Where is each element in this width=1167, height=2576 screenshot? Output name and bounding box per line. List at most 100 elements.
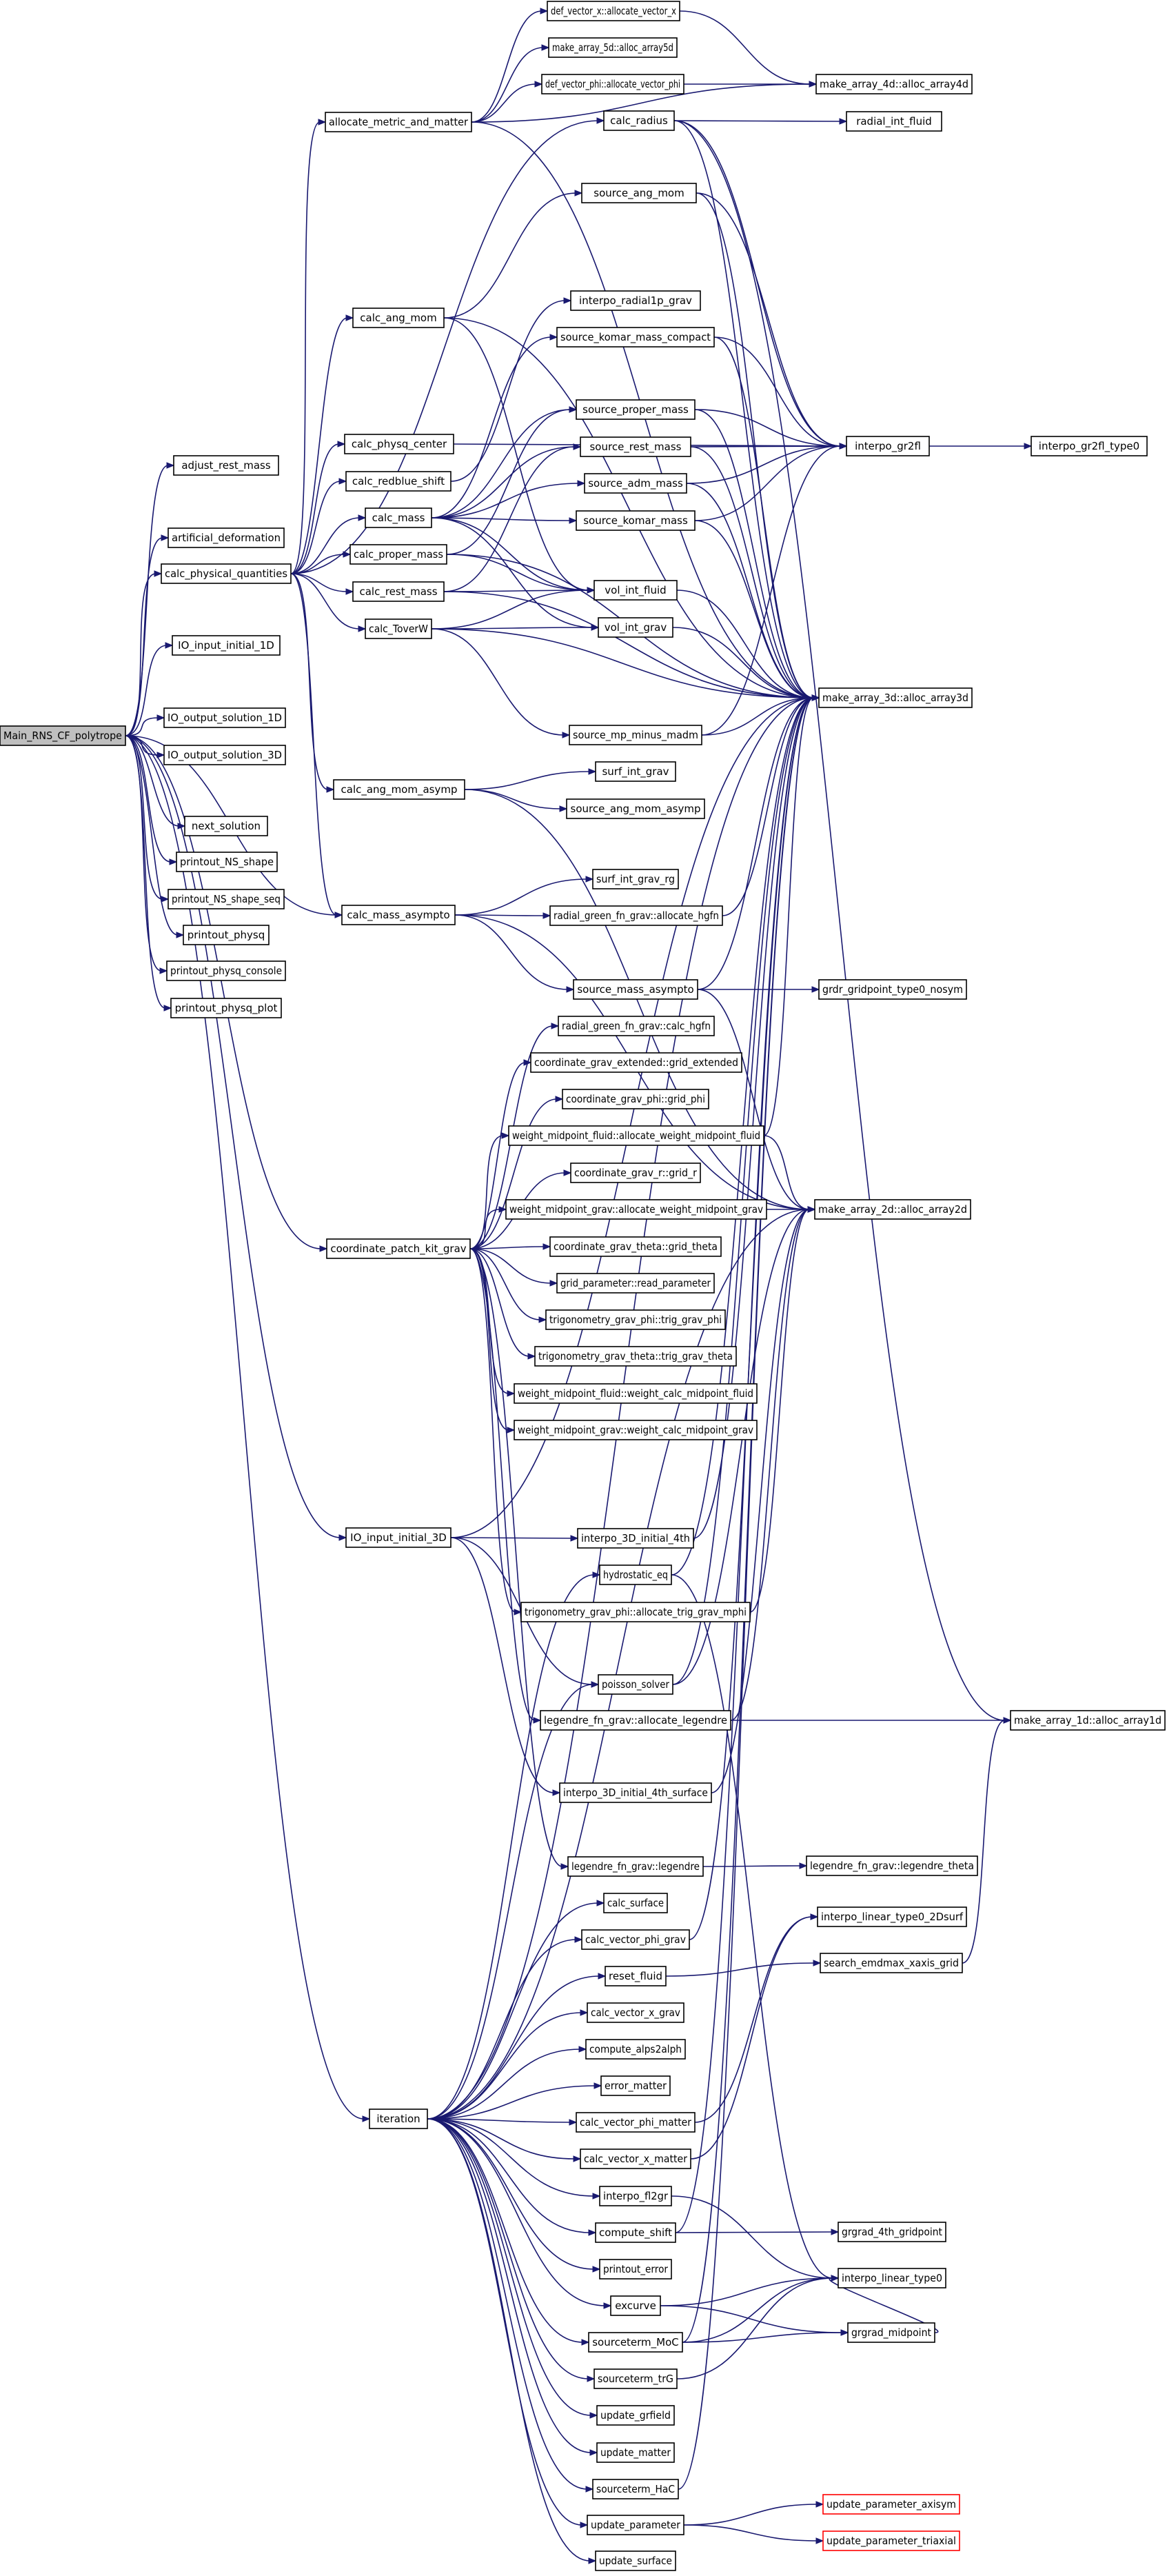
node-error-matter[interactable]: error_matter [600, 2075, 671, 2096]
node-source-mass-asympto[interactable]: source_mass_asympto [573, 979, 698, 1000]
node-printout-ns-shape[interactable]: printout_NS_shape [176, 852, 278, 872]
node-surf-int-grav-rg[interactable]: surf_int_grav_rg [592, 869, 679, 889]
node-calc-proper-mass[interactable]: calc_proper_mass [349, 544, 447, 565]
node-calc-vector-phi-matter[interactable]: calc_vector_phi_matter [576, 2112, 696, 2133]
node-printout-error[interactable]: printout_error [599, 2259, 672, 2280]
node-update-surface[interactable]: update_surface [595, 2550, 676, 2571]
node-coordinate-patch-kit-grav[interactable]: coordinate_patch_kit_grav [326, 1238, 471, 1259]
node-calc-radius[interactable]: calc_radius [603, 110, 675, 131]
arrowhead [345, 314, 354, 321]
node-make-array-5d-alloc-array5d[interactable]: make_array_5d::alloc_array5d [548, 37, 678, 58]
node-update-matter[interactable]: update_matter [596, 2442, 675, 2463]
node-interpo-3d-initial-4th-surface[interactable]: interpo_3D_initial_4th_surface [559, 1782, 712, 1803]
node-trigonometry-grav-phi-allocate-trig-grav-mphi[interactable]: trigonometry_grav_phi::allocate_trig_gra… [520, 1602, 751, 1622]
node-vol-int-fluid[interactable]: vol_int_fluid [593, 580, 678, 601]
node-weight-midpoint-grav-weight-calc-midpoint-grav[interactable]: weight_midpoint_grav::weight_calc_midpoi… [514, 1420, 758, 1440]
node-calc-surface[interactable]: calc_surface [603, 1893, 668, 1913]
node-interpo-linear-type0-2dsurf[interactable]: interpo_linear_type0_2Dsurf [817, 1906, 967, 1927]
node-io-input-initial-3d[interactable]: IO_input_initial_3D [345, 1527, 451, 1548]
node-weight-midpoint-grav-allocate-weight-midpoint-grav[interactable]: weight_midpoint_grav::allocate_weight_mi… [505, 1199, 767, 1220]
node-radial-int-fluid[interactable]: radial_int_fluid [846, 111, 942, 132]
node-vol-int-grav[interactable]: vol_int_grav [598, 617, 673, 638]
node-printout-physq[interactable]: printout_physq [183, 925, 270, 945]
node-interpo-radial1p-grav[interactable]: interpo_radial1p_grav [570, 290, 701, 311]
node-radial-green-fn-grav-calc-hgfn[interactable]: radial_green_fn_grav::calc_hgfn [558, 1016, 715, 1036]
node-calc-toverw[interactable]: calc_ToverW [365, 618, 432, 639]
node-io-input-initial-1d[interactable]: IO_input_initial_1D [172, 635, 281, 656]
node-poisson-solver[interactable]: poisson_solver [598, 1674, 673, 1695]
node-artificial-deformation[interactable]: artificial_deformation [168, 527, 285, 548]
node-calc-ang-mom[interactable]: calc_ang_mom [352, 308, 445, 328]
node-make-array-1d-alloc-array1d[interactable]: make_array_1d::alloc_array1d [1010, 1710, 1166, 1731]
node-grgrad-4th-gridpoint[interactable]: grgrad_4th_gridpoint [838, 2222, 946, 2242]
node-reset-fluid[interactable]: reset_fluid [605, 1966, 667, 1986]
node-weight-midpoint-fluid-allocate-weight-midpoint-fluid[interactable]: weight_midpoint_fluid::allocate_weight_m… [508, 1125, 764, 1146]
node-weight-midpoint-fluid-weight-calc-midpoint-fluid[interactable]: weight_midpoint_fluid::weight_calc_midpo… [514, 1383, 758, 1404]
node-calc-mass-asympto[interactable]: calc_mass_asympto [341, 905, 456, 925]
node-def-vector-phi-allocate-vector-phi[interactable]: def_vector_phi::allocate_vector_phi [541, 74, 684, 94]
node-radial-green-fn-grav-allocate-hgfn[interactable]: radial_green_fn_grav::allocate_hgfn [549, 905, 723, 926]
node-sourceterm-trg[interactable]: sourceterm_trG [593, 2368, 678, 2389]
node-compute-shift[interactable]: compute_shift [595, 2222, 676, 2243]
node-def-vector-x-allocate-vector-x[interactable]: def_vector_x::allocate_vector_x [547, 1, 680, 21]
node-trigonometry-grav-phi-trig-grav-phi[interactable]: trigonometry_grav_phi::trig_grav_phi [545, 1309, 726, 1330]
node-interpo-gr2fl[interactable]: interpo_gr2fl [846, 436, 930, 456]
node-printout-ns-shape-seq[interactable]: printout_NS_shape_seq [168, 889, 285, 909]
node-source-mp-minus-madm[interactable]: source_mp_minus_madm [569, 725, 702, 745]
node-main-rns-cf-polytrope[interactable]: Main_RNS_CF_polytrope [0, 725, 126, 746]
node-source-proper-mass[interactable]: source_proper_mass [576, 399, 696, 420]
node-iteration[interactable]: iteration [369, 2109, 428, 2129]
node-printout-physq-console[interactable]: printout_physq_console [166, 960, 286, 981]
node-update-parameter-axisym[interactable]: update_parameter_axisym [822, 2494, 960, 2515]
node-sourceterm-moc[interactable]: sourceterm_MoC [588, 2332, 683, 2353]
node-calc-vector-phi-grav[interactable]: calc_vector_phi_grav [581, 1929, 690, 1950]
node-sourceterm-hac[interactable]: sourceterm_HaC [592, 2479, 679, 2499]
node-calc-ang-mom-asymp[interactable]: calc_ang_mom_asymp [333, 779, 465, 800]
node-source-komar-mass-compact[interactable]: source_komar_mass_compact [556, 327, 715, 348]
node-excurve[interactable]: excurve [610, 2295, 661, 2316]
node-calc-mass[interactable]: calc_mass [365, 507, 432, 528]
node-source-ang-mom-asymp[interactable]: source_ang_mom_asymp [566, 798, 705, 819]
node-source-ang-mom[interactable]: source_ang_mom [581, 183, 697, 203]
node-coordinate-grav-phi-grid-phi[interactable]: coordinate_grav_phi::grid_phi [562, 1089, 709, 1109]
node-source-adm-mass[interactable]: source_adm_mass [584, 473, 687, 494]
node-calc-rest-mass[interactable]: calc_rest_mass [352, 581, 445, 602]
node-update-parameter[interactable]: update_parameter [587, 2515, 684, 2535]
node-legendre-fn-grav-allocate-legendre[interactable]: legendre_fn_grav::allocate_legendre [540, 1710, 731, 1731]
node-grgrad-midpoint[interactable]: grgrad_midpoint [847, 2322, 935, 2343]
node-surf-int-grav[interactable]: surf_int_grav [595, 761, 676, 782]
node-grdr-gridpoint-type0-nosym[interactable]: grdr_gridpoint_type0_nosym [818, 979, 967, 1000]
node-search-emdmax-xaxis-grid[interactable]: search_emdmax_xaxis_grid [820, 1953, 963, 1973]
node-source-komar-mass[interactable]: source_komar_mass [576, 510, 696, 531]
node-interpo-linear-type0[interactable]: interpo_linear_type0 [838, 2268, 946, 2288]
node-legendre-fn-grav-legendre[interactable]: legendre_fn_grav::legendre [567, 1856, 704, 1877]
node-hydrostatic-eq[interactable]: hydrostatic_eq [599, 1564, 672, 1585]
node-io-output-solution-1d[interactable]: IO_output_solution_1D [163, 707, 286, 728]
node-compute-alps2alph[interactable]: compute_alps2alph [585, 2039, 686, 2060]
node-make-array-4d-alloc-array4d[interactable]: make_array_4d::alloc_array4d [815, 74, 973, 94]
node-source-rest-mass[interactable]: source_rest_mass [580, 436, 691, 457]
node-calc-physq-center[interactable]: calc_physq_center [344, 434, 454, 454]
node-next-solution[interactable]: next_solution [184, 816, 268, 836]
node-calc-physical-quantities[interactable]: calc_physical_quantities [161, 563, 292, 584]
node-make-array-2d-alloc-array2d[interactable]: make_array_2d::alloc_array2d [814, 1199, 971, 1220]
node-update-parameter-triaxial[interactable]: update_parameter_triaxial [822, 2530, 960, 2551]
node-allocate-metric-and-matter[interactable]: allocate_metric_and_matter [325, 112, 472, 132]
node-calc-redblue-shift[interactable]: calc_redblue_shift [345, 471, 451, 492]
node-legendre-fn-grav-legendre-theta[interactable]: legendre_fn_grav::legendre_theta [806, 1855, 978, 1876]
node-printout-physq-plot[interactable]: printout_physq_plot [170, 998, 282, 1018]
node-update-grfield[interactable]: update_grfield [596, 2405, 675, 2426]
node-make-array-3d-alloc-array3d[interactable]: make_array_3d::alloc_array3d [818, 687, 973, 708]
node-coordinate-grav-theta-grid-theta[interactable]: coordinate_grav_theta::grid_theta [549, 1236, 722, 1257]
node-io-output-solution-3d[interactable]: IO_output_solution_3D [163, 745, 286, 765]
node-coordinate-grav-extended-grid-extended[interactable]: coordinate_grav_extended::grid_extended [530, 1052, 742, 1073]
node-trigonometry-grav-theta-trig-grav-theta[interactable]: trigonometry_grav_theta::trig_grav_theta [534, 1346, 737, 1367]
node-coordinate-grav-r-grid-r[interactable]: coordinate_grav_r::grid_r [570, 1163, 701, 1183]
node-calc-vector-x-grav[interactable]: calc_vector_x_grav [587, 2002, 684, 2023]
node-calc-vector-x-matter[interactable]: calc_vector_x_matter [580, 2149, 691, 2169]
node-interpo-gr2fl-type0[interactable]: interpo_gr2fl_type0 [1031, 436, 1148, 456]
node-interpo-fl2gr[interactable]: interpo_fl2gr [599, 2186, 672, 2206]
node-grid-parameter-read-parameter[interactable]: grid_parameter::read_parameter [556, 1273, 715, 1294]
node-adjust-rest-mass[interactable]: adjust_rest_mass [173, 455, 279, 476]
node-interpo-3d-initial-4th[interactable]: interpo_3D_initial_4th [577, 1528, 694, 1549]
